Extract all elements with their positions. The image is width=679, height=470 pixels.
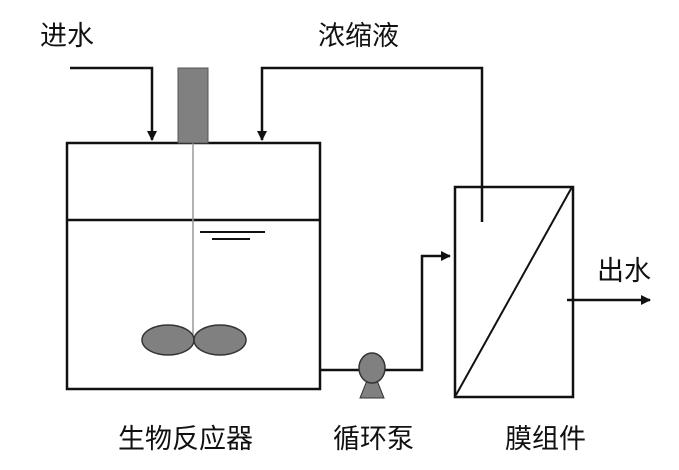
pump-icon — [358, 352, 386, 399]
inlet-label: 进水 — [40, 21, 94, 52]
impeller-blade — [141, 324, 195, 356]
inlet-pipe — [70, 66, 157, 141]
mixer-motor — [177, 67, 209, 144]
recirculation-pipe — [320, 251, 451, 372]
impeller-blade — [193, 324, 247, 356]
outlet-label: 出水 — [597, 256, 651, 287]
bioreactor-label: 生物反应器 — [118, 424, 253, 455]
concentrate-return-pipe — [257, 66, 484, 222]
membrane-label: 膜组件 — [505, 424, 586, 455]
concentrate-label: 浓缩液 — [318, 21, 399, 52]
membrane — [455, 186, 573, 396]
membrane-module — [453, 185, 575, 399]
pump-label: 循环泵 — [333, 424, 414, 455]
